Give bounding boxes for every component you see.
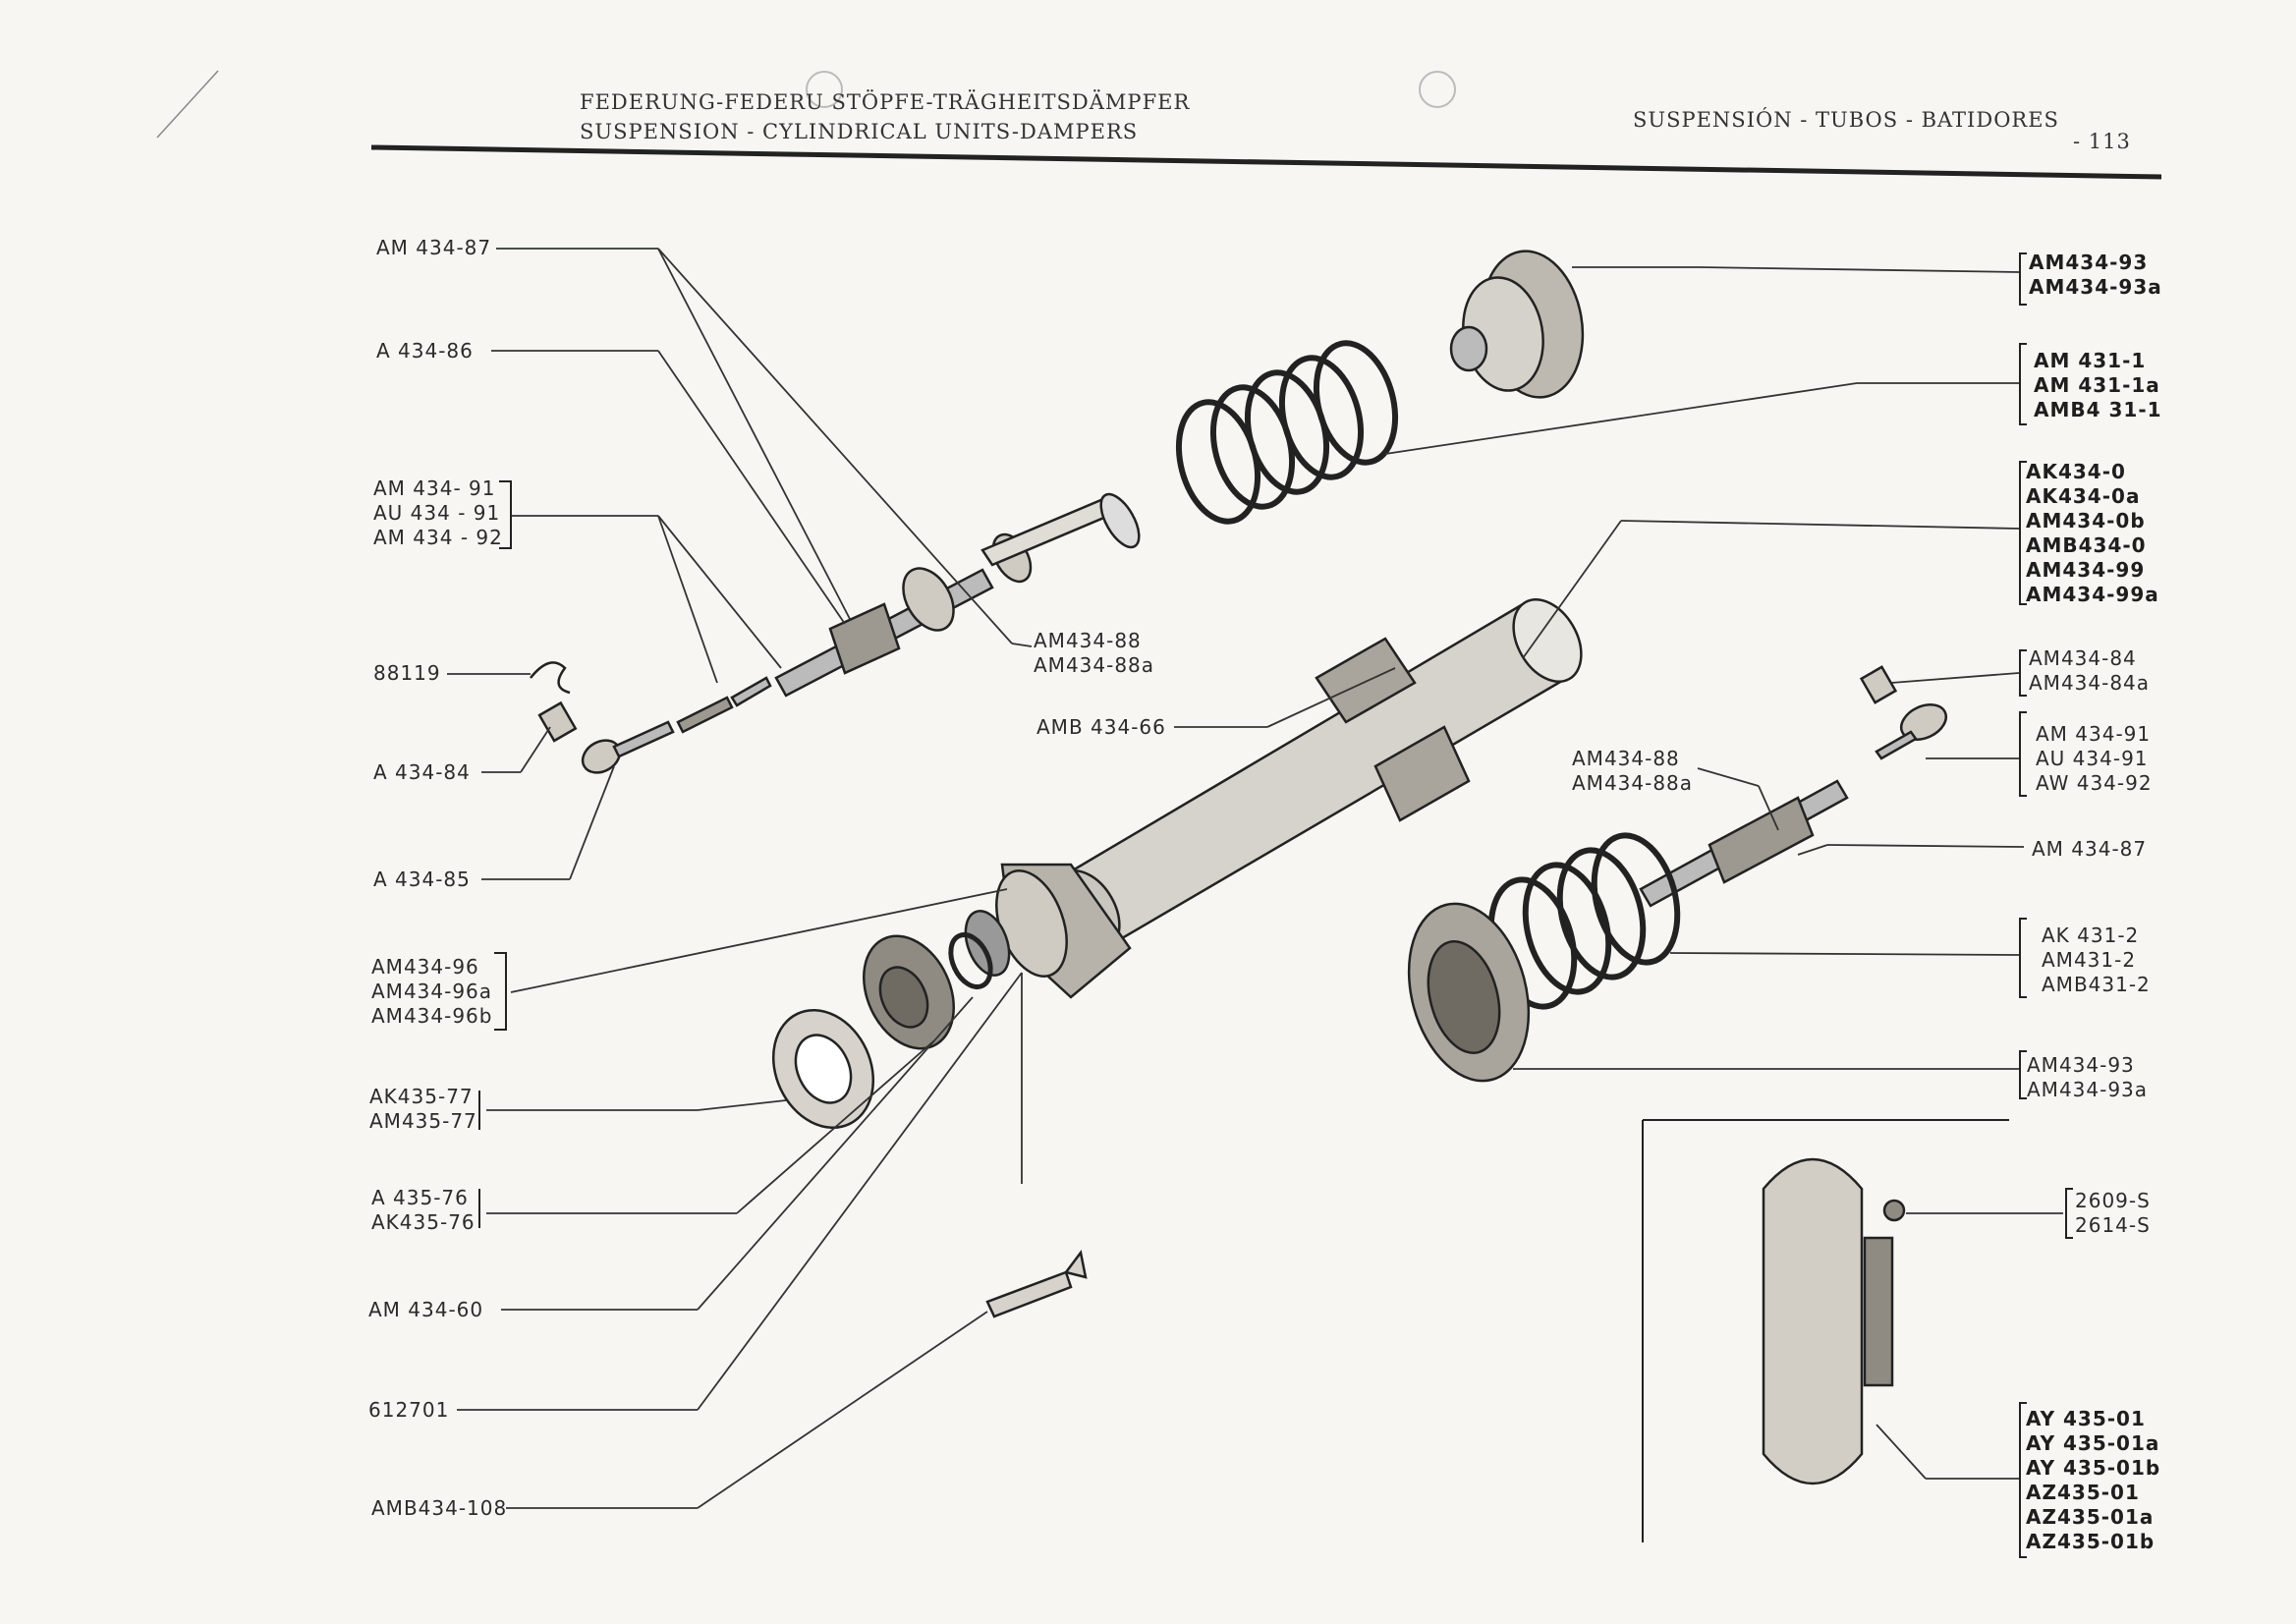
label-group-a435-76: A 435-76 AK435-76 [371, 1186, 476, 1235]
label-line: AM434-96b [371, 1004, 493, 1028]
label-line: AM 434- 91 [373, 476, 496, 500]
label-line: AM431-2 [2042, 948, 2137, 972]
label-line: AM434-93a [2027, 1078, 2149, 1101]
label-line: AM434-0b [2026, 509, 2146, 532]
label-line: AM434-88 [1034, 629, 1142, 652]
header-title-en: SUSPENSION - CYLINDRICAL UNITS-DAMPERS [580, 120, 1139, 143]
label-line: AZ435-01b [2026, 1530, 2156, 1553]
header-title-de: FEDERUNG-FEDERU STÖPFE-TRÄGHEITSDÄMPFER [580, 90, 1191, 114]
label-group-2609-s: 2609-S 2614-S [2075, 1189, 2151, 1238]
label-amb434-66: AMB 434-66 [1036, 715, 1166, 739]
accumulator [1762, 1157, 1906, 1485]
label-line: AMB4 31-1 [2034, 398, 2162, 421]
label-group-ak434-0: AK434-0 AK434-0a AM434-0b AMB434-0 AM434… [2026, 460, 2159, 607]
label-a434-86: A 434-86 [376, 339, 474, 363]
label-line: AU 434-91 [2036, 747, 2149, 770]
label-line: 2609-S [2075, 1189, 2151, 1212]
lower-spring [1487, 832, 1681, 1010]
label-line: AMB434-0 [2026, 533, 2147, 557]
end-seals [771, 932, 993, 1129]
label-line: AM434-93 [2029, 251, 2149, 274]
label-a434-85: A 434-85 [373, 868, 471, 891]
label-line: AK434-0 [2026, 460, 2126, 483]
label-line: AM 431-1a [2034, 373, 2160, 397]
label-line: AM 434-91 [2036, 722, 2152, 746]
label-group-am434-88-upper: AM434-88 AM434-88a [1034, 629, 1154, 678]
label-group-am434-84: AM434-84 AM434-84a [2029, 646, 2150, 696]
label-line: AM434-84 [2029, 646, 2137, 670]
label-line: AK 431-2 [2042, 924, 2140, 947]
page-number: - 113 [2073, 130, 2131, 153]
label-am434-60: AM 434-60 [368, 1298, 484, 1321]
header-rule [370, 144, 2162, 180]
punch-hole-right [1419, 71, 1456, 108]
label-line: AM434-96a [371, 980, 493, 1003]
upper-rod-assembly [774, 492, 1141, 698]
label-group-am434-91: AM 434- 91 AU 434 - 91 AM 434 - 92 [373, 476, 503, 550]
small-parts-right [1859, 665, 1948, 760]
header-title-es: SUSPENSIÓN - TUBOS - BATIDORES [1633, 108, 2059, 132]
label-line: 2614-S [2075, 1213, 2151, 1237]
label-line: AM434-84a [2029, 671, 2151, 695]
label-line: AM434-93 [2027, 1053, 2135, 1077]
label-group-am431-1: AM 431-1 AM 431-1a AMB4 31-1 [2034, 349, 2162, 422]
label-line: AM434-88a [1034, 653, 1155, 677]
damper-cylinder [964, 597, 1583, 999]
label-line: AZ435-01a [2026, 1505, 2155, 1529]
label-line: AMB431-2 [2042, 973, 2151, 996]
label-brackets [478, 252, 2073, 1558]
leader-lines [447, 248, 2063, 1509]
label-line: AY 435-01a [2026, 1431, 2160, 1455]
label-group-am434-91-right: AM 434-91 AU 434-91 AW 434-92 [2036, 722, 2153, 796]
label-line: AK434-0a [2026, 484, 2141, 508]
label-group-am434-96: AM434-96 AM434-96a AM434-96b [371, 955, 492, 1029]
label-line: AZ435-01 [2026, 1481, 2140, 1504]
label-line: AM434-99a [2026, 583, 2159, 606]
punch-hole-left [806, 71, 843, 108]
label-group-ak435-77: AK435-77 AM435-77 [369, 1085, 477, 1134]
label-612701: 612701 [368, 1398, 450, 1422]
lower-cup [1407, 902, 1531, 1083]
label-line: AM434-88a [1572, 771, 1694, 795]
label-line: AM434-96 [371, 955, 479, 979]
label-a434-84: A 434-84 [373, 760, 471, 784]
label-group-ak431-2: AK 431-2 AM431-2 AMB431-2 [2042, 924, 2151, 997]
label-group-am434-93-top: AM434-93 AM434-93a [2029, 251, 2162, 300]
label-group-am434-93-bottom: AM434-93 AM434-93a [2027, 1053, 2148, 1102]
label-group-am434-88-lower: AM434-88 AM434-88a [1572, 747, 1693, 796]
right-rod-assembly [1639, 779, 1849, 908]
label-am434-87-right: AM 434-87 [2032, 837, 2148, 861]
label-line: AM435-77 [369, 1109, 477, 1133]
small-parts-left [530, 661, 772, 774]
label-line: AK435-76 [371, 1210, 476, 1234]
label-line: A 435-76 [371, 1186, 469, 1209]
label-line: AW 434-92 [2036, 771, 2153, 795]
label-line: AM434-88 [1572, 747, 1680, 770]
label-amb434-108: AMB434-108 [371, 1496, 508, 1520]
label-line: AM 431-1 [2034, 349, 2147, 372]
label-am434-87: AM 434-87 [376, 236, 492, 259]
clip [985, 1250, 1088, 1318]
label-line: AY 435-01 [2026, 1407, 2146, 1430]
label-line: AM434-93a [2029, 275, 2162, 299]
upper-spring [1175, 340, 1399, 525]
top-cap [1449, 250, 1585, 399]
scan-mark [156, 70, 219, 139]
label-group-ay435-01: AY 435-01 AY 435-01a AY 435-01b AZ435-01… [2026, 1407, 2160, 1554]
label-88119: 88119 [373, 661, 441, 685]
accumulator-box [1642, 1119, 2009, 1542]
label-line: AM434-99 [2026, 558, 2146, 582]
label-line: AM 434 - 92 [373, 526, 503, 549]
label-line: AK435-77 [369, 1085, 474, 1108]
label-line: AU 434 - 91 [373, 501, 501, 525]
label-line: AY 435-01b [2026, 1456, 2161, 1480]
